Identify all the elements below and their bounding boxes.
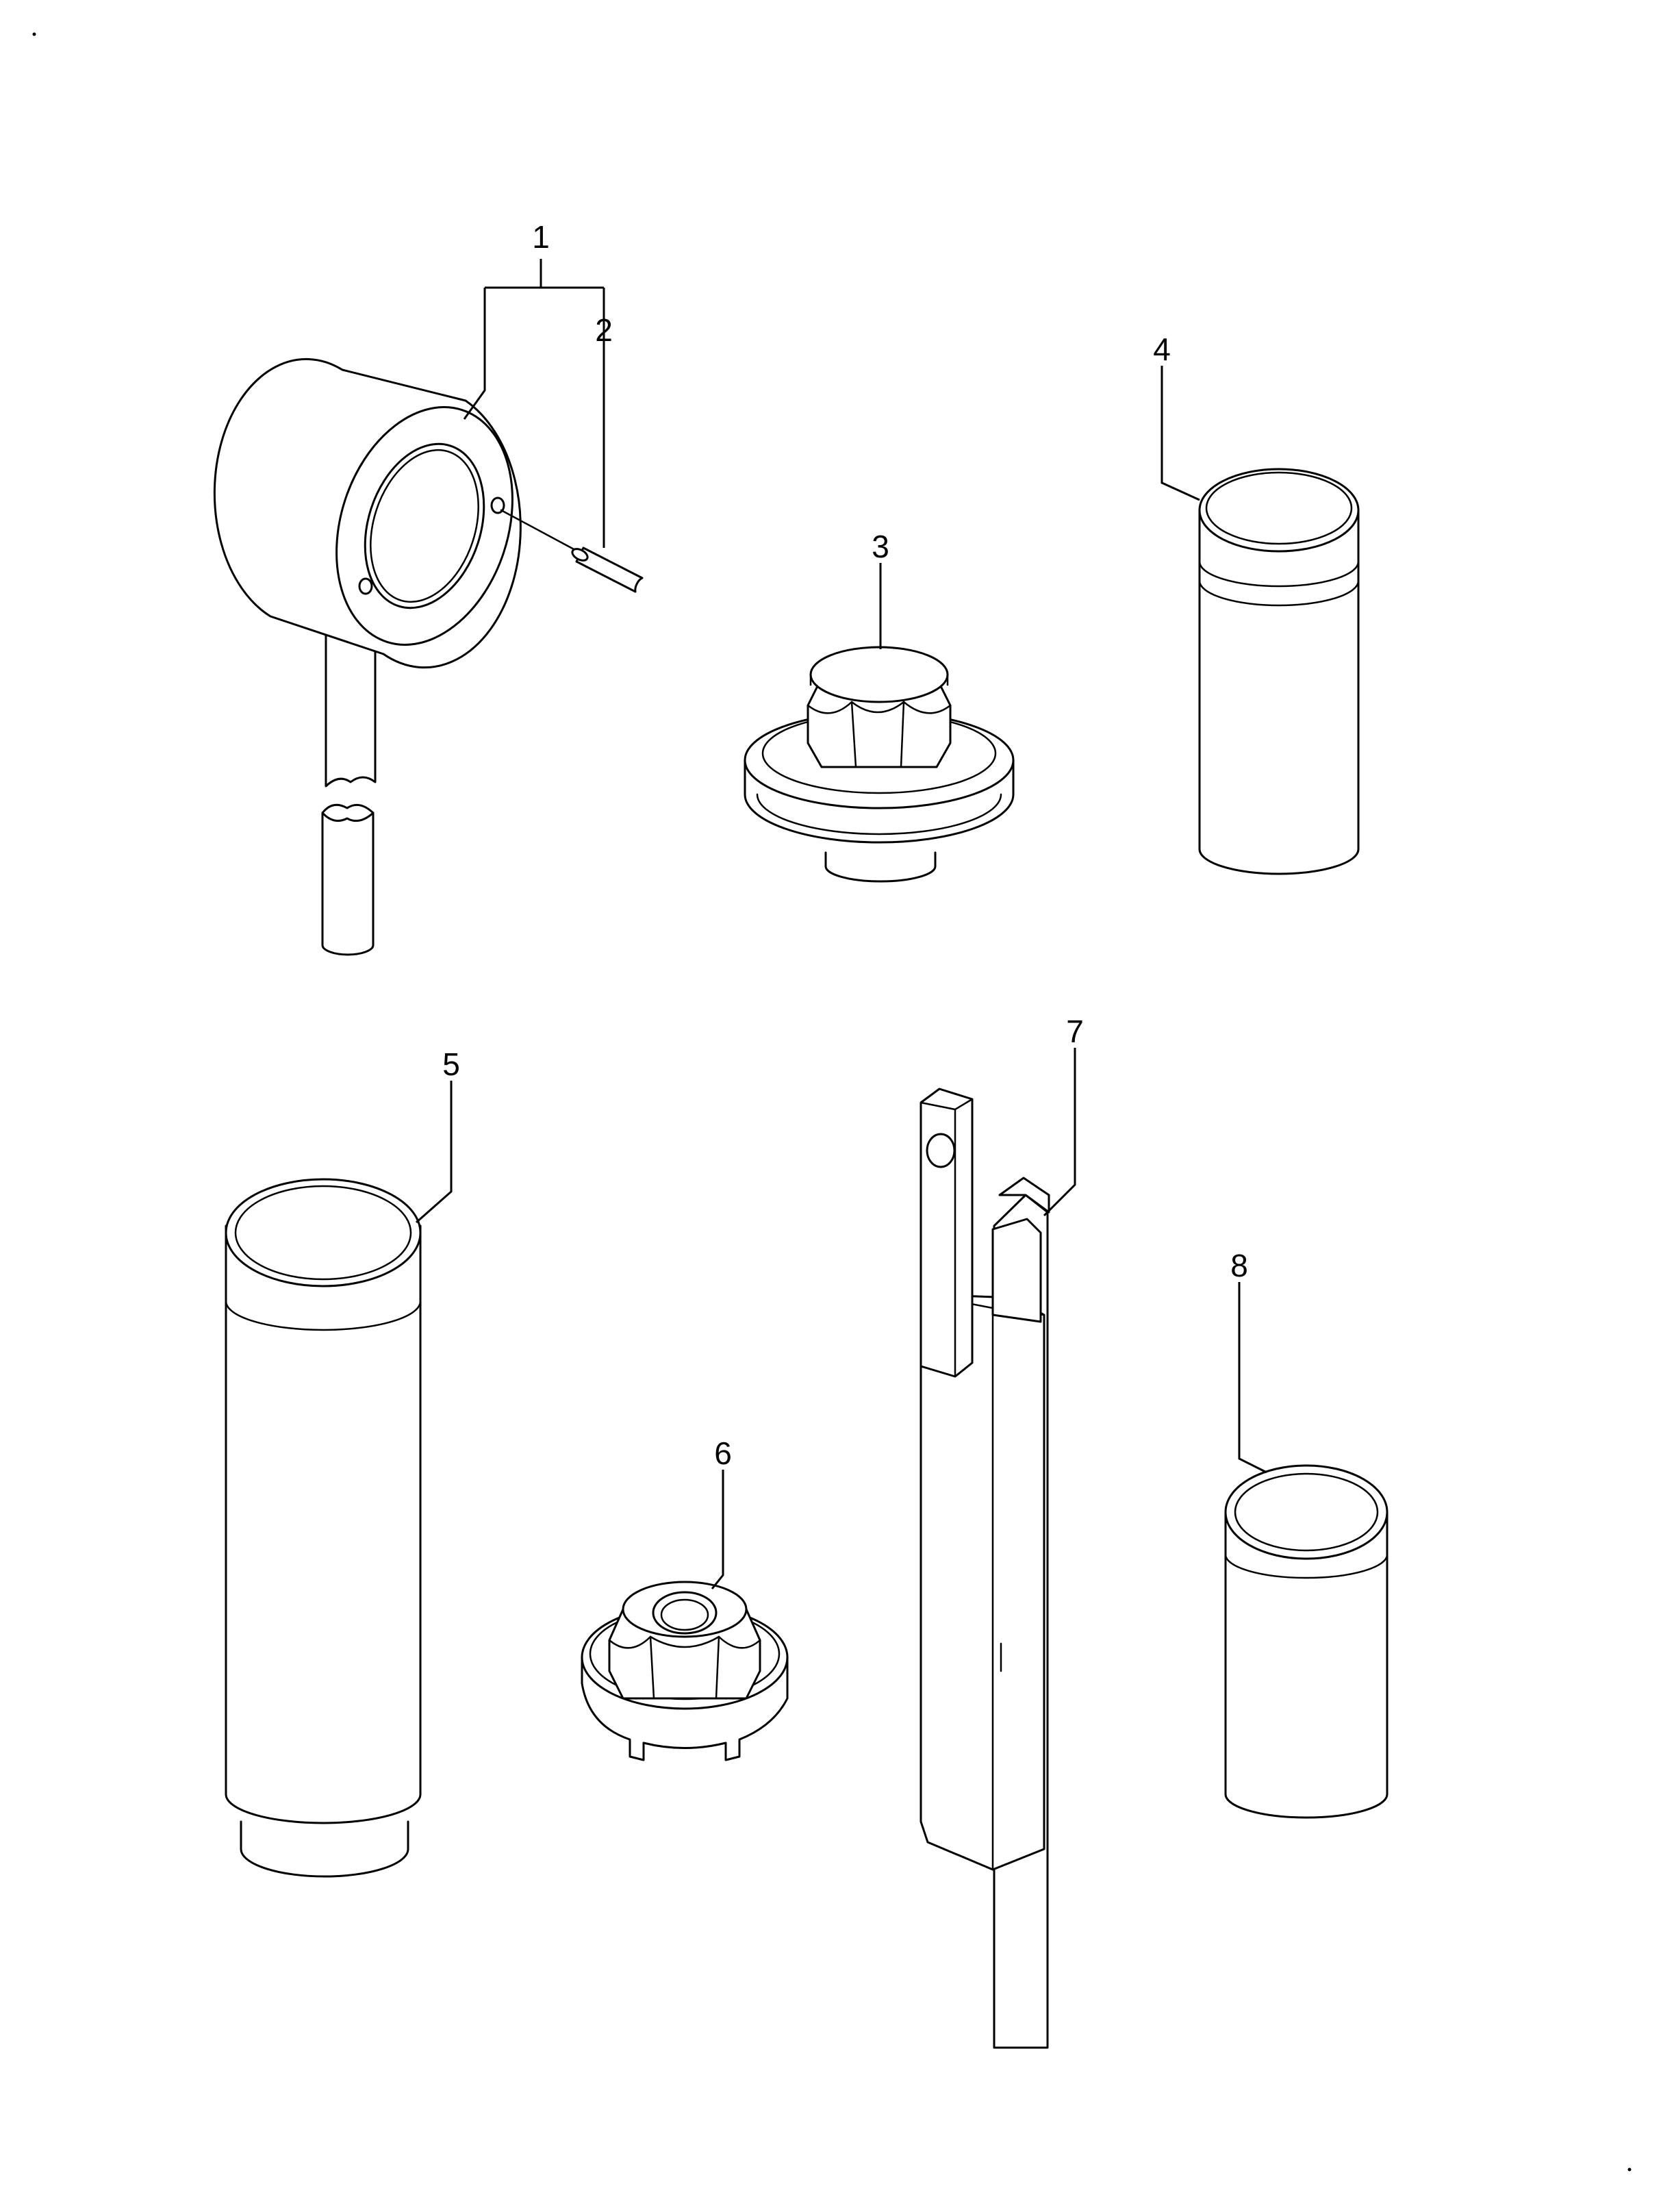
part-1-sleeve-tool	[213, 357, 522, 956]
scan-dot-top-left	[32, 32, 36, 36]
callout-5: 5	[442, 1046, 460, 1082]
leader-1	[463, 259, 604, 420]
scan-dot-bottom-right	[1627, 2167, 1632, 2172]
callout-4: 4	[1153, 331, 1171, 367]
part-8-short-sleeve	[1224, 1464, 1388, 1819]
leader-5	[416, 1081, 453, 1224]
leader-4	[1161, 366, 1200, 501]
callout-2: 2	[595, 312, 613, 348]
part-2-pin	[500, 509, 644, 593]
part-6-slotted-nut	[581, 1581, 789, 1761]
callout-8: 8	[1230, 1248, 1248, 1283]
leader-8	[1238, 1282, 1267, 1474]
leader-7	[1043, 1048, 1076, 1217]
callout-3: 3	[872, 529, 889, 564]
part-7-bar-tool	[920, 1088, 1050, 2049]
part-3-hex-plug	[744, 646, 1015, 883]
part-4-sleeve	[1198, 468, 1360, 875]
part-5-long-sleeve	[225, 1178, 422, 1878]
callout-7: 7	[1066, 1014, 1084, 1049]
callout-6: 6	[714, 1435, 732, 1471]
leader-6	[711, 1470, 724, 1589]
leader-lines	[416, 259, 1267, 1589]
callout-1: 1	[532, 219, 550, 255]
